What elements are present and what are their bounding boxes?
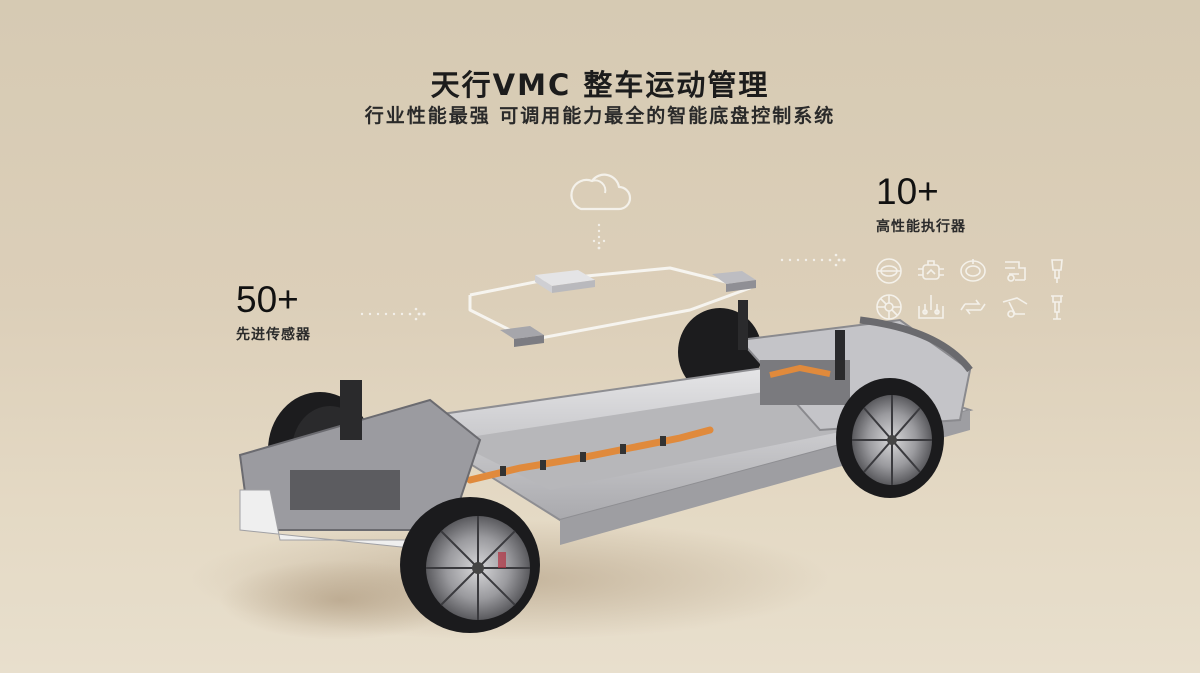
- steering-wheel-icon: [876, 258, 902, 284]
- cloud-down-arrow-icon: [592, 223, 606, 250]
- ecu-module-right: [712, 271, 756, 292]
- sensors-arrow-icon: [360, 307, 426, 321]
- rear-right-wheel: [400, 497, 540, 633]
- damper-icon: [1051, 259, 1063, 283]
- motor-icon: [918, 260, 944, 280]
- hv-cable: [466, 426, 714, 484]
- suspension-icon: [1005, 261, 1026, 282]
- controller-network-diagram: [468, 266, 756, 347]
- actuators-arrow-icon: [780, 253, 846, 267]
- vehicle-chassis-illustration: [190, 300, 974, 640]
- shock-absorber-icon: [1051, 295, 1063, 320]
- page-title: 天行VMC 整车运动管理: [430, 68, 770, 102]
- sensors-label: 先进传感器: [236, 327, 311, 343]
- sensors-stat: 50+ 先进传感器: [236, 281, 311, 344]
- actuators-label: 高性能执行器: [876, 219, 966, 235]
- cloud-icon: [570, 173, 632, 211]
- transfer-icon: [960, 299, 986, 315]
- actuators-stat: 10+ 高性能执行器: [876, 173, 966, 236]
- actuator-icons-grid: [873, 256, 1073, 326]
- actuators-count: 10+: [876, 171, 939, 212]
- front-right-wheel: [836, 378, 944, 498]
- brake-disc-icon: [876, 294, 902, 320]
- ecu-module-left: [500, 326, 544, 347]
- sensors-count: 50+: [236, 279, 299, 320]
- ecu-module-center: [535, 270, 595, 293]
- rotation-icon: [960, 259, 986, 282]
- steering-linkage-icon: [1002, 297, 1028, 318]
- controller-icon: [918, 295, 944, 319]
- page-subtitle: 行业性能最强 可调用能力最全的智能底盘控制系统: [364, 105, 836, 127]
